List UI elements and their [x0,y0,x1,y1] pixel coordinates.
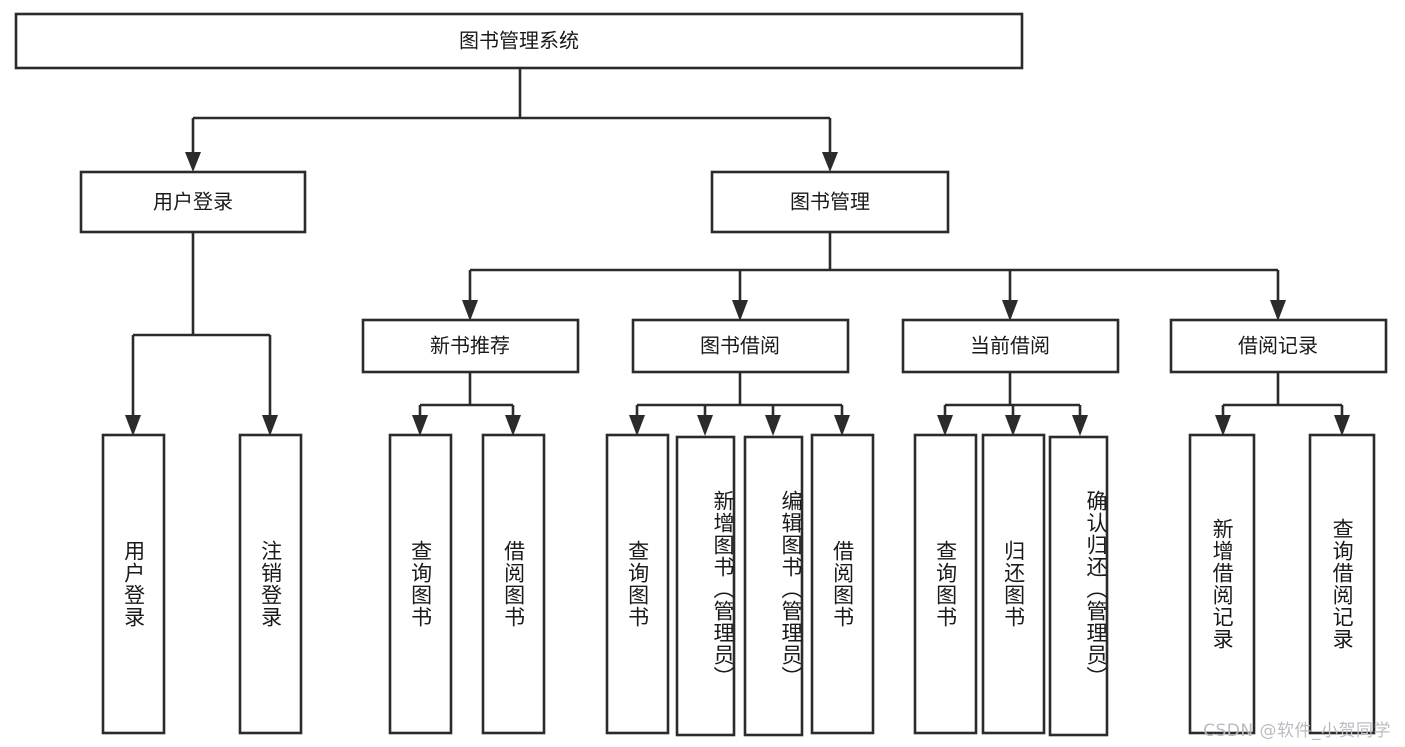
leaf-box-rect[interactable] [743,435,804,737]
leaf-group-user-login [101,433,303,735]
arrow-icon [834,415,850,436]
arrow-icon [462,300,478,321]
leaf-group-borrow-record [1188,433,1376,735]
node-label: 图书管理系统 [459,29,579,53]
node-book-management[interactable]: 图书管理 [710,170,950,234]
arrow-icon [1334,415,1350,436]
leaf-box-rect[interactable] [605,433,670,735]
leaf-box-rect[interactable] [388,433,453,735]
connector-borrowrecord-to-leaves [1215,372,1350,436]
arrow-icon [822,152,838,172]
node-label: 图书管理 [790,190,870,214]
arrow-icon [262,415,278,436]
leaf-box-rect[interactable] [101,433,166,735]
arrow-icon [412,415,428,436]
arrow-icon [1270,300,1286,321]
node-box-rect[interactable] [361,318,580,374]
arrow-icon [125,415,141,436]
node-root[interactable]: 图书管理系统 [14,12,1024,70]
node-current-borrow[interactable]: 当前借阅 [901,318,1120,374]
node-label: 新书推荐 [430,334,510,358]
node-borrow-record[interactable]: 借阅记录 [1169,318,1388,374]
node-new-book-recommend[interactable]: 新书推荐 [361,318,580,374]
arrow-icon [505,415,521,436]
node-label: 图书借阅 [700,334,780,358]
node-label: 当前借阅 [970,334,1050,358]
connector-root-to-level2 [185,68,838,172]
connector-newbook-to-leaves [412,372,521,436]
node-label: 借阅记录 [1238,334,1318,358]
connector-bookborrow-to-leaves [629,372,850,436]
node-label: 用户登录 [153,190,233,214]
node-box-rect[interactable] [1169,318,1388,374]
leaf-box-rect[interactable] [913,433,978,735]
node-box-rect[interactable] [79,170,307,234]
leaf-box-rect[interactable] [981,433,1046,735]
node-box-rect[interactable] [901,318,1120,374]
leaf-box-rect[interactable] [238,433,303,735]
connector-bookmgmt-to-level3 [462,232,1286,321]
arrow-icon [697,415,713,436]
leaf-box-rect[interactable] [1048,435,1109,737]
leaf-box-rect[interactable] [675,435,736,737]
node-box-rect[interactable] [14,12,1024,70]
leaf-box-rect[interactable] [1188,433,1256,735]
arrow-icon [1002,300,1018,321]
node-user-login[interactable]: 用户登录 [79,170,307,234]
leaf-box-rect[interactable] [1308,433,1376,735]
node-box-rect[interactable] [631,318,850,374]
leaf-group-new-book-recommend [388,433,546,735]
leaf-group-book-borrow [605,433,875,737]
node-book-borrow[interactable]: 图书借阅 [631,318,850,374]
connector-currentborrow-to-leaves [937,372,1088,436]
arrow-icon [765,415,781,436]
arrow-icon [185,152,201,172]
watermark-text: CSDN @软件_小贺同学 [1203,721,1391,741]
arrow-icon [1215,415,1231,436]
arrow-icon [1072,415,1088,436]
arrow-icon [629,415,645,436]
leaf-box-rect[interactable] [810,433,875,735]
arrow-icon [1005,415,1021,436]
arrow-icon [937,415,953,436]
leaf-group-current-borrow [913,433,1109,737]
leaf-box-rect[interactable] [481,433,546,735]
connector-userlogin-to-leaves [125,232,278,436]
arrow-icon [732,300,748,321]
node-box-rect[interactable] [710,170,950,234]
